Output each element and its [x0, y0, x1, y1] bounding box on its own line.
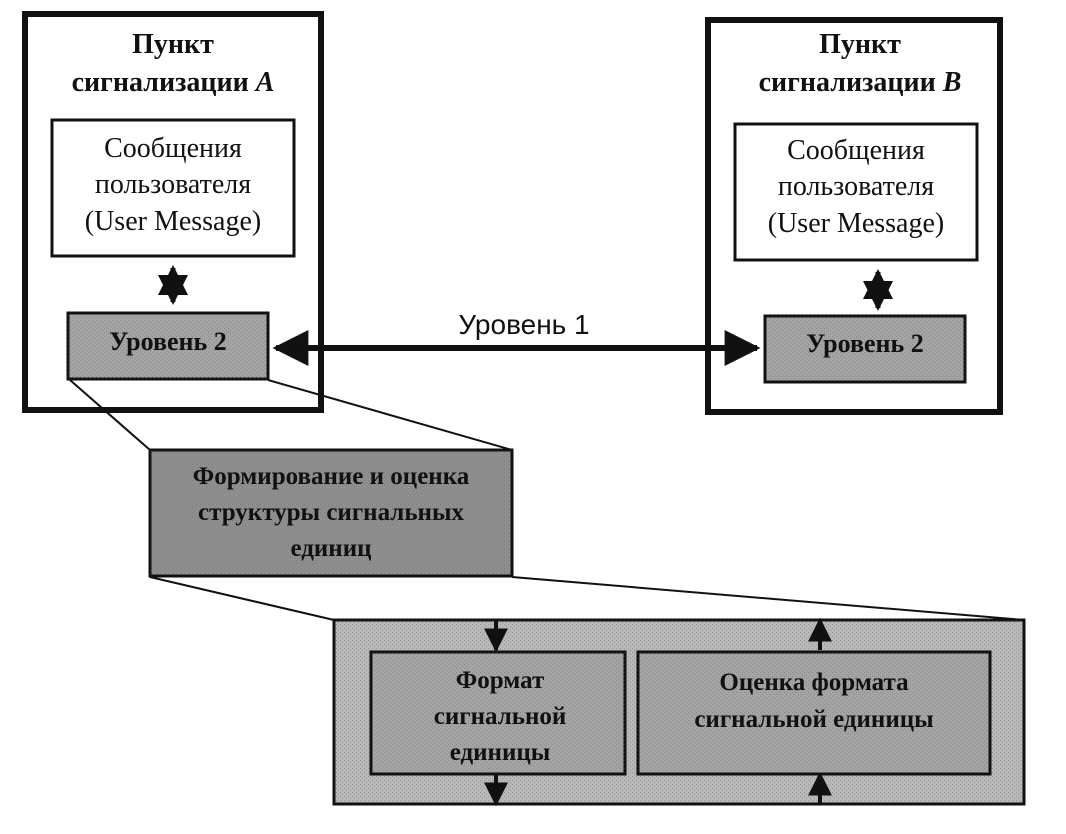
- point-a-title-line2: сигнализации A: [72, 67, 275, 98]
- point-a-title-line1: Пункт: [132, 29, 214, 60]
- format-unit-line3: единицы: [450, 739, 551, 766]
- bottom-container: Формат сигнальной единицы Оценка формата…: [332, 617, 1026, 807]
- user-message-box-a: Сообщения пользователя (User Message): [50, 118, 296, 258]
- format-eval-box: Оценка формата сигнальной единицы: [636, 650, 992, 776]
- user-message-a-line2: пользователя: [95, 169, 251, 200]
- level1-label: Уровень 1: [458, 309, 589, 340]
- formation-line3: единиц: [290, 535, 371, 562]
- zoom-line-right-bottom: [511, 576, 1025, 621]
- point-b-box: Пункт сигнализации B Сообщения пользоват…: [705, 17, 1003, 415]
- point-a-box: Пункт сигнализации A Сообщения пользоват…: [22, 11, 324, 413]
- user-message-a-line3: (User Message): [85, 206, 262, 237]
- zoom-line-right-top: [267, 379, 513, 451]
- user-message-b-line2: пользователя: [778, 171, 934, 202]
- formation-box: Формирование и оценка структуры сигнальн…: [148, 448, 514, 578]
- zoom-line-left-top: [69, 379, 151, 451]
- formation-line2: структуры сигнальных: [198, 499, 464, 526]
- level2-box-b: Уровень 2: [763, 314, 967, 384]
- point-b-title-line2: сигнализации B: [759, 67, 962, 98]
- format-eval-line1: Оценка формата: [719, 669, 909, 696]
- format-unit-line1: Формат: [456, 667, 545, 694]
- level2-label-b: Уровень 2: [806, 329, 924, 358]
- format-eval-line2: сигнальной единицы: [694, 706, 933, 733]
- point-b-title-line1: Пункт: [819, 29, 901, 60]
- format-unit-line2: сигнальной: [434, 703, 567, 730]
- format-unit-box: Формат сигнальной единицы: [369, 650, 627, 776]
- formation-line1: Формирование и оценка: [193, 463, 470, 490]
- zoom-line-left-bottom: [149, 576, 335, 621]
- level2-label-a: Уровень 2: [109, 327, 227, 356]
- user-message-a-line1: Сообщения: [104, 133, 242, 164]
- level2-box-a: Уровень 2: [66, 311, 270, 381]
- user-message-b-line3: (User Message): [768, 208, 945, 239]
- user-message-b-line1: Сообщения: [787, 135, 925, 166]
- user-message-box-b: Сообщения пользователя (User Message): [733, 122, 979, 262]
